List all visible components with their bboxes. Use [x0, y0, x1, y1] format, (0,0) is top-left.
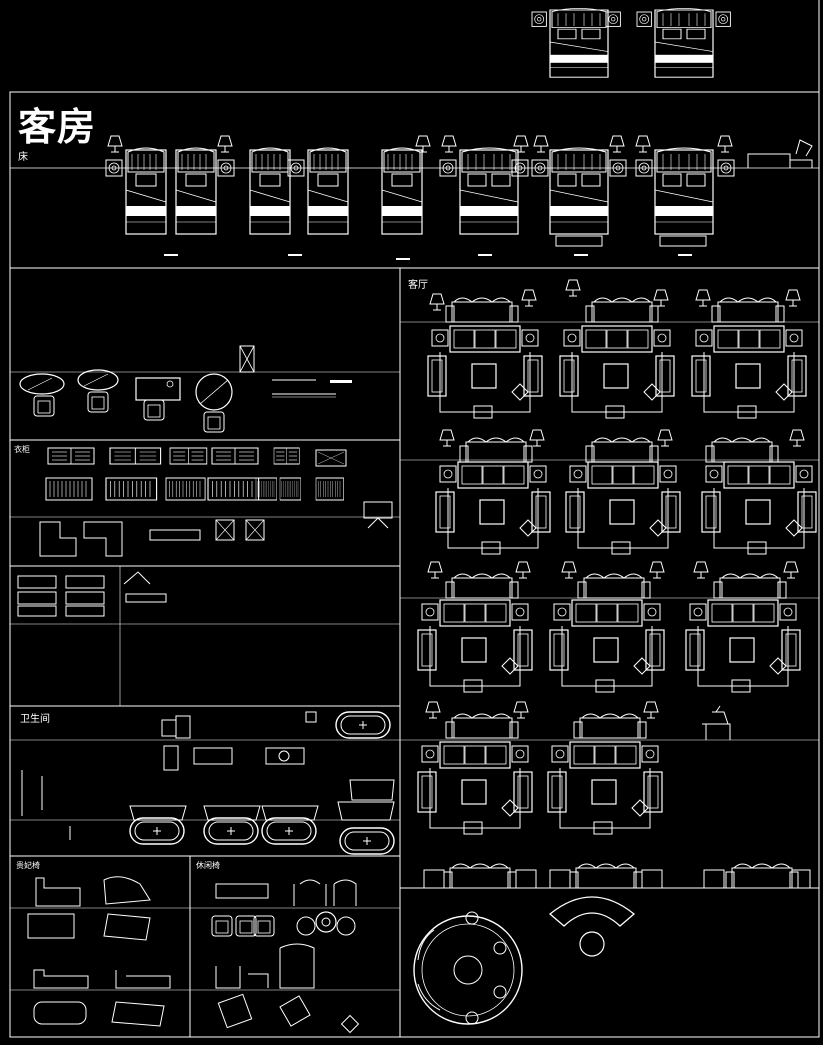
- sheet-frame: [9, 91, 820, 1038]
- leisure-chair-area: [211, 879, 360, 1034]
- lounge-chair-area: [27, 876, 171, 1027]
- bed-row: [105, 135, 813, 247]
- label-bathroom: 卫生间: [20, 714, 50, 725]
- label-living-room: 客厅: [408, 280, 428, 291]
- label-lounge-chair: 贵妃椅: [16, 861, 40, 870]
- top-bed-group-2: [636, 7, 731, 78]
- label-leisure-chair: 休闲椅: [196, 861, 220, 870]
- label-wardrobe: 衣柜: [14, 445, 30, 454]
- wardrobe-area: [39, 447, 393, 557]
- sheet-title: 客房: [18, 105, 97, 149]
- bed-dimension-notes: [164, 254, 692, 260]
- cabinet-area: [17, 571, 167, 617]
- sofa-elevations-strip: [423, 863, 811, 889]
- label-bed: 床: [18, 152, 28, 163]
- living-room-sets: [417, 279, 817, 835]
- desk-area: [19, 345, 352, 433]
- arc-sofa-plan: [548, 896, 636, 957]
- bathroom-area: [21, 711, 395, 855]
- top-bed-group-1: [531, 7, 621, 78]
- round-sofa-plan: [413, 911, 523, 1025]
